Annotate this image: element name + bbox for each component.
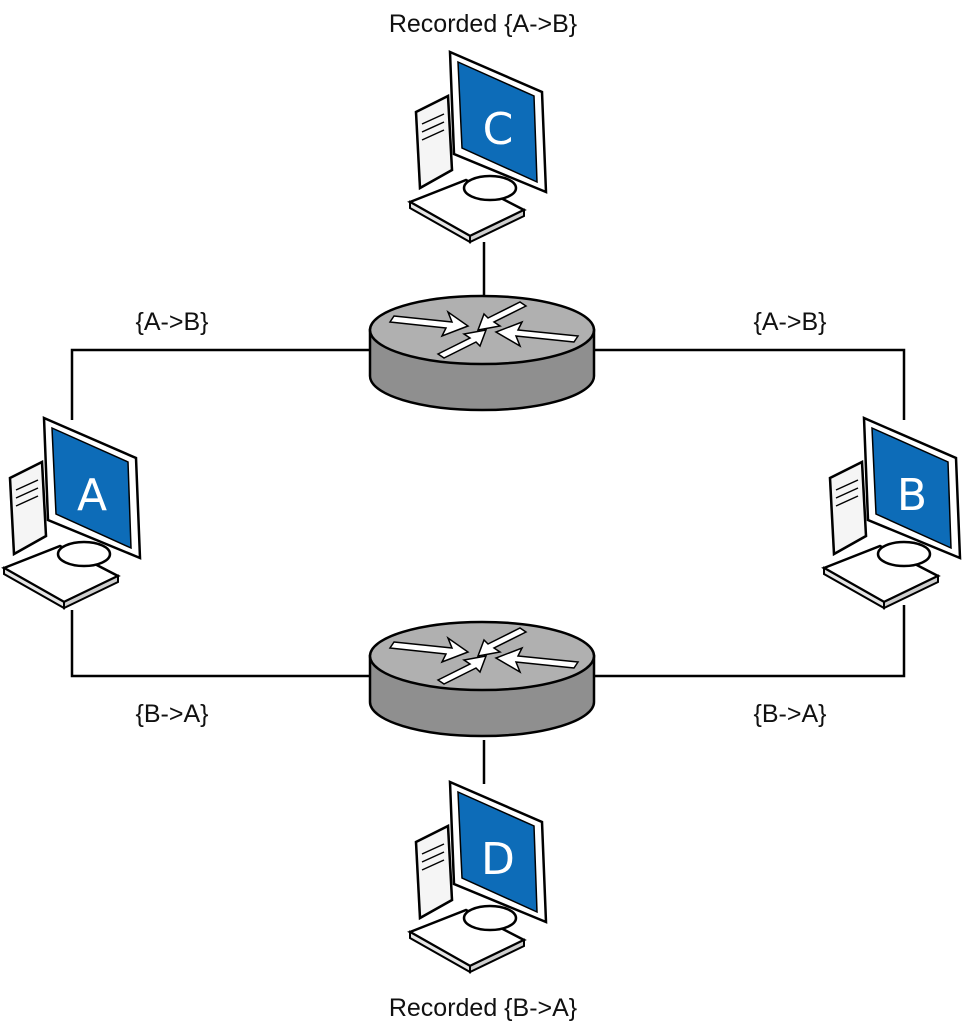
top-right-flow-label: {A->B}	[754, 308, 827, 336]
link-a-top-router	[70, 348, 372, 420]
computer-d: D	[408, 780, 548, 974]
bottom-right-flow-label: {B->A}	[754, 700, 827, 728]
computer-b-letter: B	[897, 470, 927, 521]
link-a-bottom-router	[70, 610, 372, 678]
computer-a: A	[2, 416, 142, 610]
router-bottom-icon	[368, 620, 596, 738]
router-top-icon	[368, 294, 596, 412]
computer-d-letter: D	[481, 834, 515, 885]
link-bottom-router-b	[594, 605, 906, 678]
computer-c-icon	[408, 50, 548, 244]
link-top-router-b	[594, 348, 906, 420]
computer-a-icon	[2, 416, 142, 610]
computer-b-icon	[822, 416, 962, 610]
bottom-left-flow-label: {B->A}	[136, 700, 209, 728]
computer-c: C	[408, 50, 548, 244]
computer-d-icon	[408, 780, 548, 974]
recorded-bottom-label: Recorded {B->A}	[389, 994, 577, 1022]
computer-c-letter: C	[483, 104, 514, 155]
recorded-top-label: Recorded {A->B}	[389, 10, 577, 38]
computer-a-letter: A	[77, 470, 107, 521]
connection-lines	[70, 242, 906, 784]
top-left-flow-label: {A->B}	[136, 308, 209, 336]
computer-b: B	[822, 416, 962, 610]
